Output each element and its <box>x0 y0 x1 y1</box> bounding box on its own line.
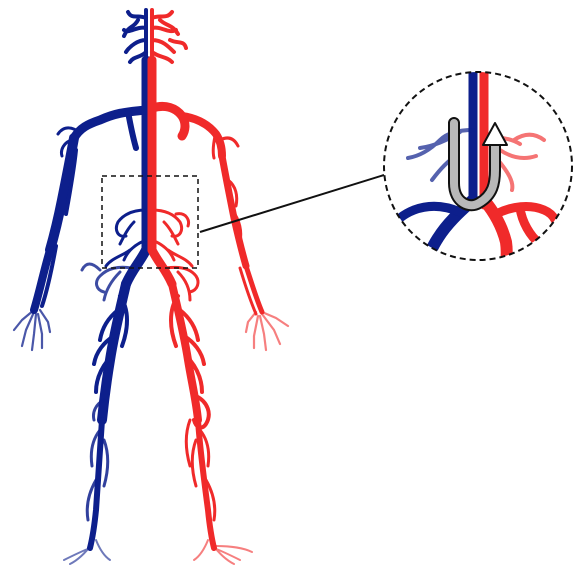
right-foot-arteries <box>194 540 252 564</box>
right-hand-arteries <box>246 312 288 350</box>
magnified-view <box>384 60 572 280</box>
left-shoulder-curl <box>128 112 136 148</box>
left-foot-veins <box>64 540 110 564</box>
right-femoral-artery <box>172 284 198 420</box>
head-arteries <box>152 10 186 62</box>
head-veins <box>124 10 146 62</box>
aortic-arch <box>152 106 185 136</box>
venous-system <box>14 10 146 564</box>
left-hand-veins <box>14 310 50 350</box>
arterial-system <box>152 10 288 564</box>
